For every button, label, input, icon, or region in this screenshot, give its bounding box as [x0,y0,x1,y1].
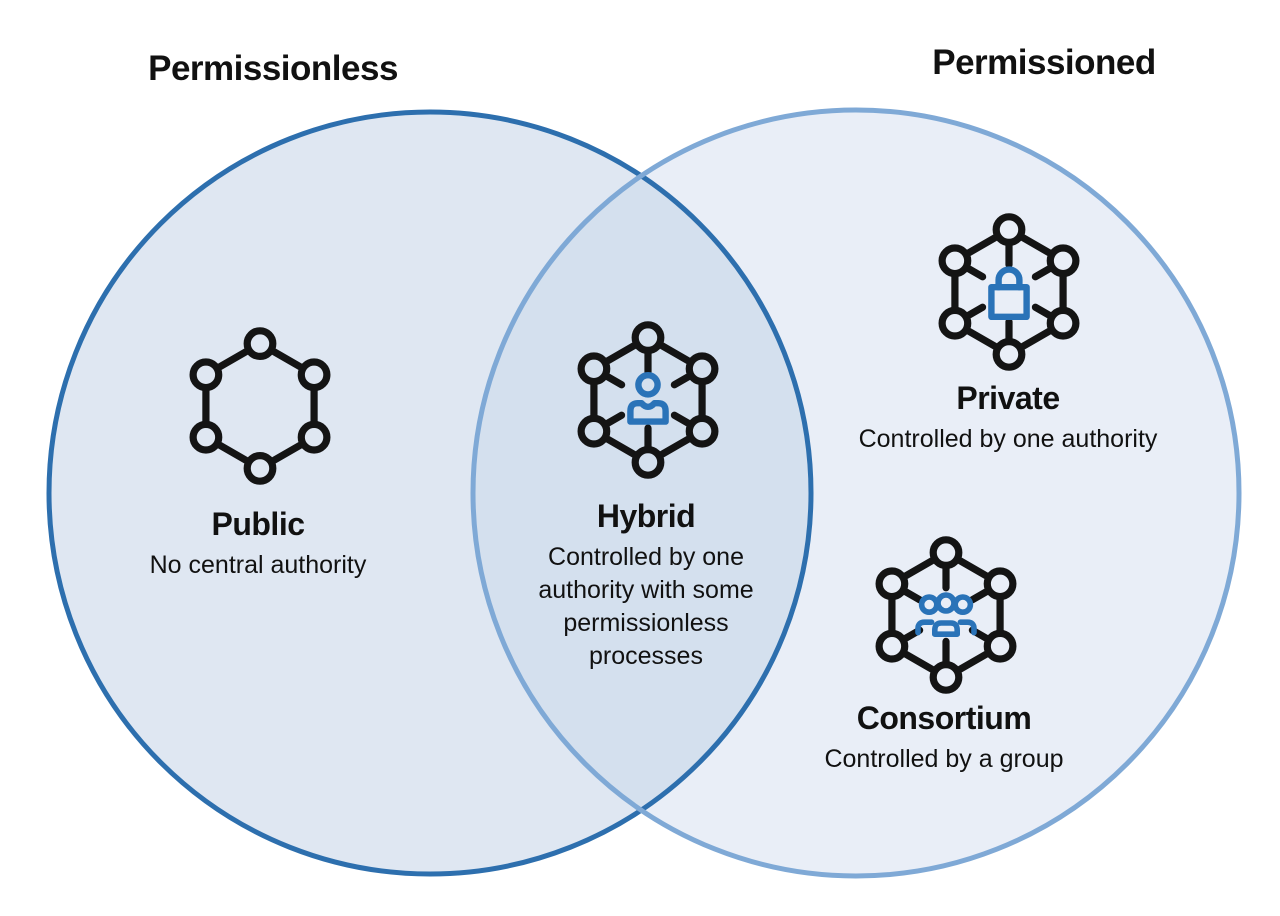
category-consortium: Consortium Controlled by a group [824,700,1063,776]
hexagon-network-person-icon [577,321,719,479]
person-head [635,372,661,398]
group-head-right [952,594,974,615]
permissionless-title: Permissionless [148,49,398,88]
person-body [627,400,669,425]
group-head-center [935,592,957,614]
permissionless-circle-outline [46,109,814,877]
group-body-left [915,619,935,636]
hexagon-network-icon [189,327,331,485]
hybrid-name: Hybrid [596,498,696,534]
permissioned-circle-outline [470,107,1242,879]
hexagon-network-lock-icon [938,213,1080,371]
hybrid-description: Controlled by one authority with some pe… [538,543,754,670]
group-head-left [918,594,940,615]
lock-shackle [995,266,1023,291]
group-body-center [932,620,960,637]
public-description: No central authority [149,551,367,579]
category-hybrid: Hybrid Controlled by one authority with … [506,498,786,673]
category-public: Public No central authority [150,506,367,582]
category-private: Private Controlled by one authority [859,380,1158,456]
consortium-name: Consortium [856,700,1032,736]
public-name: Public [211,506,305,542]
overlap-region-fill [472,176,811,810]
consortium-description: Controlled by a group [824,745,1064,773]
lock-body [988,284,1030,320]
private-name: Private [956,380,1060,416]
group-body-right [957,619,977,636]
private-description: Controlled by one authority [858,425,1158,453]
permissioned-title: Permissioned [932,43,1156,82]
hexagon-network-group-icon [875,536,1017,694]
